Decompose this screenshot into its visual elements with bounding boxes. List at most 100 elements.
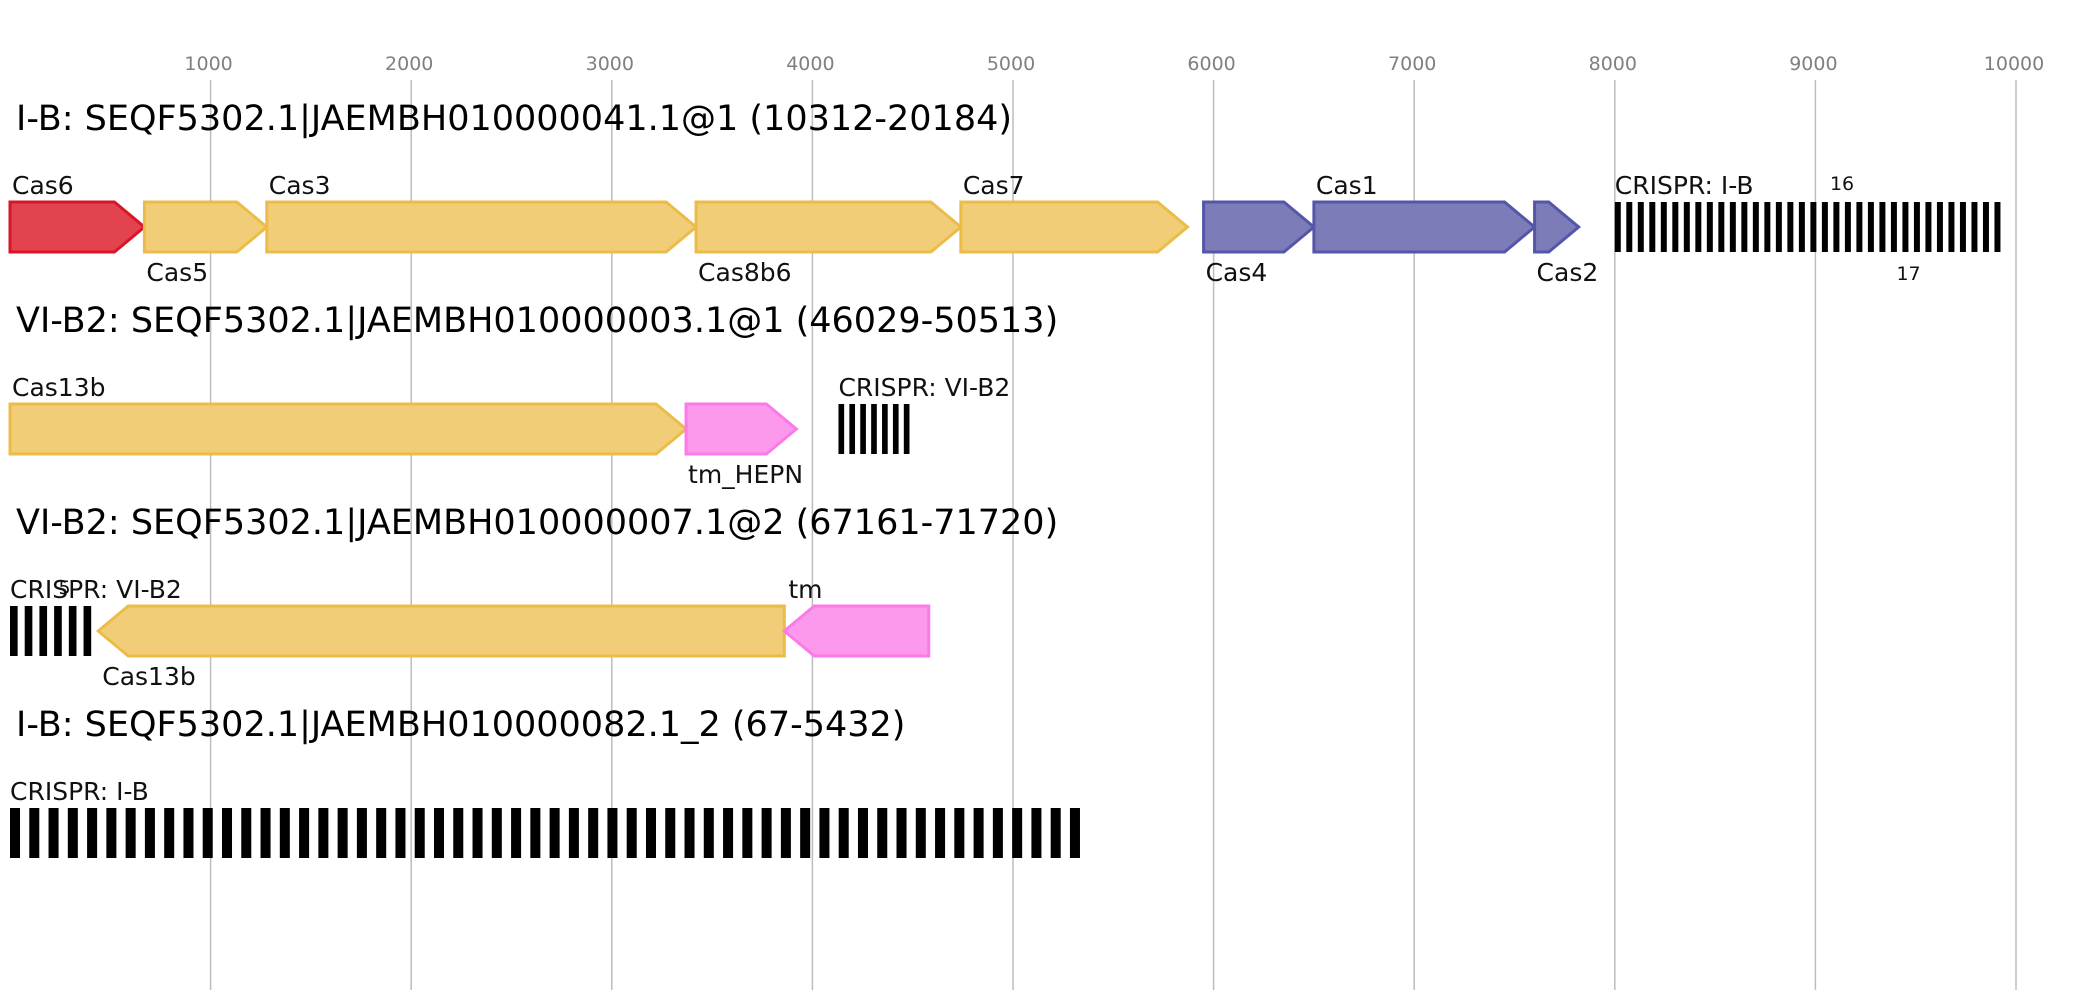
crispr-repeat — [1959, 202, 1966, 252]
crispr-repeat — [954, 808, 965, 858]
crispr-repeat — [882, 404, 888, 454]
crispr-repeat — [376, 808, 387, 858]
crispr-repeat — [1936, 202, 1943, 252]
crispr-repeat — [684, 808, 695, 858]
crispr-repeat — [83, 606, 92, 656]
crispr-repeat — [1821, 202, 1828, 252]
gene-arrow-cas5 — [142, 200, 270, 254]
crispr-repeat — [1913, 202, 1920, 252]
crispr-label: CRISPR: VI-B2 — [838, 373, 1010, 402]
crispr-repeat — [1031, 808, 1042, 858]
crispr-repeat — [106, 808, 117, 858]
crispr-repeat — [1844, 202, 1851, 252]
crispr-repeat — [356, 808, 367, 858]
crispr-repeat — [1775, 202, 1782, 252]
crispr-repeat — [433, 808, 445, 858]
tick-label: 6000 — [1187, 53, 1235, 75]
gene-label: Cas8b6 — [698, 258, 791, 287]
crispr-repeat — [1810, 202, 1817, 252]
crispr-repeat — [48, 808, 59, 858]
crispr-repeat — [318, 808, 329, 858]
crispr-repeat — [87, 808, 98, 858]
track-title: I-B: SEQF5302.1|JAEMBH010000082.1_2 (67-… — [16, 705, 905, 745]
crispr-repeat — [1050, 808, 1061, 858]
crispr-repeat — [1626, 202, 1633, 252]
crispr-repeat — [915, 808, 926, 858]
spacer-count-label: 17 — [1896, 263, 1920, 285]
crispr-repeat — [1706, 202, 1713, 252]
crispr-repeat — [511, 808, 522, 858]
crispr-repeat — [530, 808, 541, 858]
crispr-repeat — [1994, 202, 2001, 252]
gene-arrow-cas13b — [95, 604, 786, 658]
gene-label: tm_HEPN — [688, 460, 803, 489]
crispr-repeat — [1925, 202, 1932, 252]
crispr-repeat — [1971, 202, 1978, 252]
crispr-repeat — [896, 808, 907, 858]
crispr-repeat — [125, 808, 136, 858]
spacer-count-label: 16 — [1830, 173, 1854, 195]
crispr-repeat — [1614, 202, 1621, 252]
crispr-repeat — [761, 808, 772, 858]
crispr-repeat — [39, 606, 48, 656]
crispr-repeat — [1982, 202, 1989, 252]
gene-label: Cas2 — [1537, 258, 1599, 287]
crispr-repeat — [877, 808, 888, 858]
crispr-repeat — [973, 808, 984, 858]
gene-arrow-cas1 — [1312, 200, 1537, 254]
tick-label: 7000 — [1388, 53, 1436, 75]
tick-label: 4000 — [786, 53, 834, 75]
gene-label: Cas13b — [102, 662, 195, 691]
locus-tracks: I-B: SEQF5302.1|JAEMBH010000041.1@1 (103… — [8, 99, 2001, 858]
crispr-repeat — [54, 606, 62, 656]
crispr-repeat — [1718, 202, 1725, 252]
crispr-repeat — [935, 808, 946, 858]
gene-label: Cas1 — [1316, 171, 1378, 200]
crispr-repeat — [1012, 808, 1023, 858]
crispr-repeat — [871, 404, 877, 454]
crispr-repeat — [10, 808, 21, 858]
crispr-repeat — [1890, 202, 1897, 252]
crispr-repeat — [723, 808, 734, 858]
crispr-repeat — [1695, 202, 1702, 252]
tick-label: 5000 — [987, 53, 1035, 75]
tick-label: 9000 — [1789, 53, 1837, 75]
crispr-repeat — [1683, 202, 1690, 252]
crispr-repeat — [260, 808, 271, 858]
crispr-repeat — [491, 808, 502, 858]
crispr-repeat — [279, 808, 290, 858]
tick-label: 10000 — [1984, 53, 2044, 75]
crispr-repeat — [1729, 202, 1736, 252]
crispr-repeat — [992, 808, 1003, 858]
crispr-repeat — [1764, 202, 1771, 252]
track-title: VI-B2: SEQF5302.1|JAEMBH010000007.1@2 (6… — [16, 503, 1058, 543]
crispr-repeat — [838, 808, 849, 858]
crispr-repeat — [607, 808, 618, 858]
crispr-repeat — [1787, 202, 1794, 252]
crispr-repeat — [337, 808, 348, 858]
crispr-repeat — [183, 808, 194, 858]
crispr-repeat — [67, 808, 78, 858]
crispr-repeat — [221, 808, 233, 858]
crispr-repeat — [29, 808, 40, 858]
crispr-repeat — [299, 808, 310, 858]
crispr-repeat — [395, 808, 406, 858]
crispr-repeat — [800, 808, 811, 858]
crispr-repeat — [849, 404, 856, 454]
crispr-repeat — [549, 808, 560, 858]
track-title: VI-B2: SEQF5302.1|JAEMBH010000003.1@1 (4… — [16, 301, 1058, 341]
gene-label: Cas13b — [12, 373, 105, 402]
gene-arrow-cas4 — [1202, 200, 1317, 254]
crispr-repeat — [1741, 202, 1748, 252]
gene-arrow-cas6 — [8, 200, 147, 254]
gene-label: Cas7 — [963, 171, 1025, 200]
crispr-repeat — [24, 606, 33, 656]
crispr-repeat — [665, 808, 676, 858]
crispr-repeat — [892, 404, 899, 454]
crispr-repeat — [1637, 202, 1644, 252]
crispr-repeat — [903, 404, 910, 454]
crispr-label: CRISPR: I-B — [1615, 171, 1754, 200]
gene-arrow-cas2 — [1533, 200, 1582, 254]
crispr-repeat — [838, 404, 845, 454]
